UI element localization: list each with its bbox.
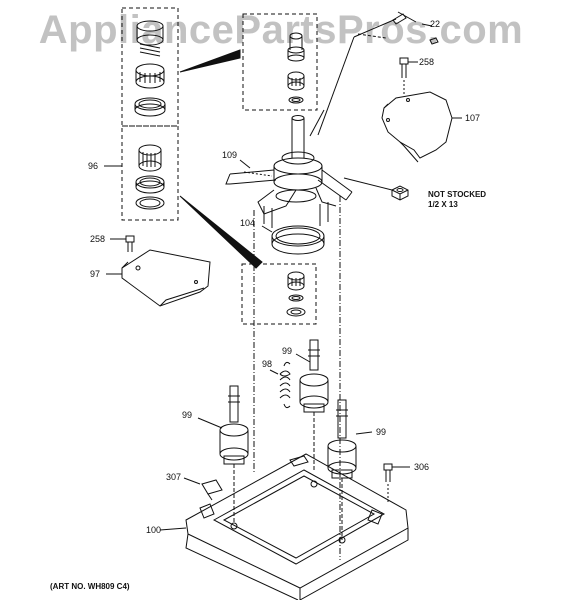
leader-104 <box>261 225 273 233</box>
bracket-107 <box>381 91 462 163</box>
nut-not-stocked <box>391 185 409 201</box>
callout-306: 306 <box>414 462 430 472</box>
kit-box-upper <box>121 7 179 127</box>
art-number: (ART NO. WH809 C4) <box>50 582 130 591</box>
leader-109 <box>239 159 251 169</box>
kit-pointer-bottom <box>179 195 263 269</box>
belt-ring-104 <box>271 225 325 255</box>
leader-not-stocked <box>343 177 393 191</box>
not-stocked-size: 1/2 X 13 <box>428 200 458 209</box>
kit-box-lower <box>121 125 179 221</box>
kit-box-bottom-center <box>241 263 317 325</box>
suspension-rod-99-right <box>327 399 373 540</box>
callout-22: 22 <box>430 19 441 29</box>
kit-pointer-top <box>179 49 241 73</box>
watermark: AppliancePartsPros.com <box>38 8 524 52</box>
callout-97: 97 <box>90 269 101 279</box>
callout-99-left: 99 <box>182 410 193 420</box>
callout-258-left: 258 <box>90 234 106 244</box>
clip-307 <box>183 477 223 501</box>
suspension-rod-99-left <box>197 385 249 524</box>
bolt-22 <box>317 11 433 136</box>
callout-258-top: 258 <box>419 57 435 67</box>
callout-96: 96 <box>88 161 99 171</box>
suspension-rod-99-top <box>295 339 329 472</box>
spring-98 <box>269 361 291 409</box>
base-plate-100 <box>159 453 409 600</box>
callout-99-top: 99 <box>282 346 293 356</box>
screw-258-left <box>110 235 135 252</box>
kit-box-top-center <box>242 13 318 111</box>
callout-109: 109 <box>222 150 238 160</box>
callout-100: 100 <box>146 525 162 535</box>
plate-97 <box>106 249 211 307</box>
callout-107: 107 <box>465 113 481 123</box>
callout-98: 98 <box>262 359 273 369</box>
not-stocked-label: NOT STOCKED <box>428 190 487 199</box>
leader-pin <box>309 109 325 137</box>
callout-307: 307 <box>166 472 182 482</box>
screw-258-top <box>399 57 418 94</box>
callout-104: 104 <box>240 218 256 228</box>
drive-hub-109 <box>225 115 353 228</box>
callout-99-right: 99 <box>376 427 387 437</box>
screw-306 <box>383 463 410 502</box>
